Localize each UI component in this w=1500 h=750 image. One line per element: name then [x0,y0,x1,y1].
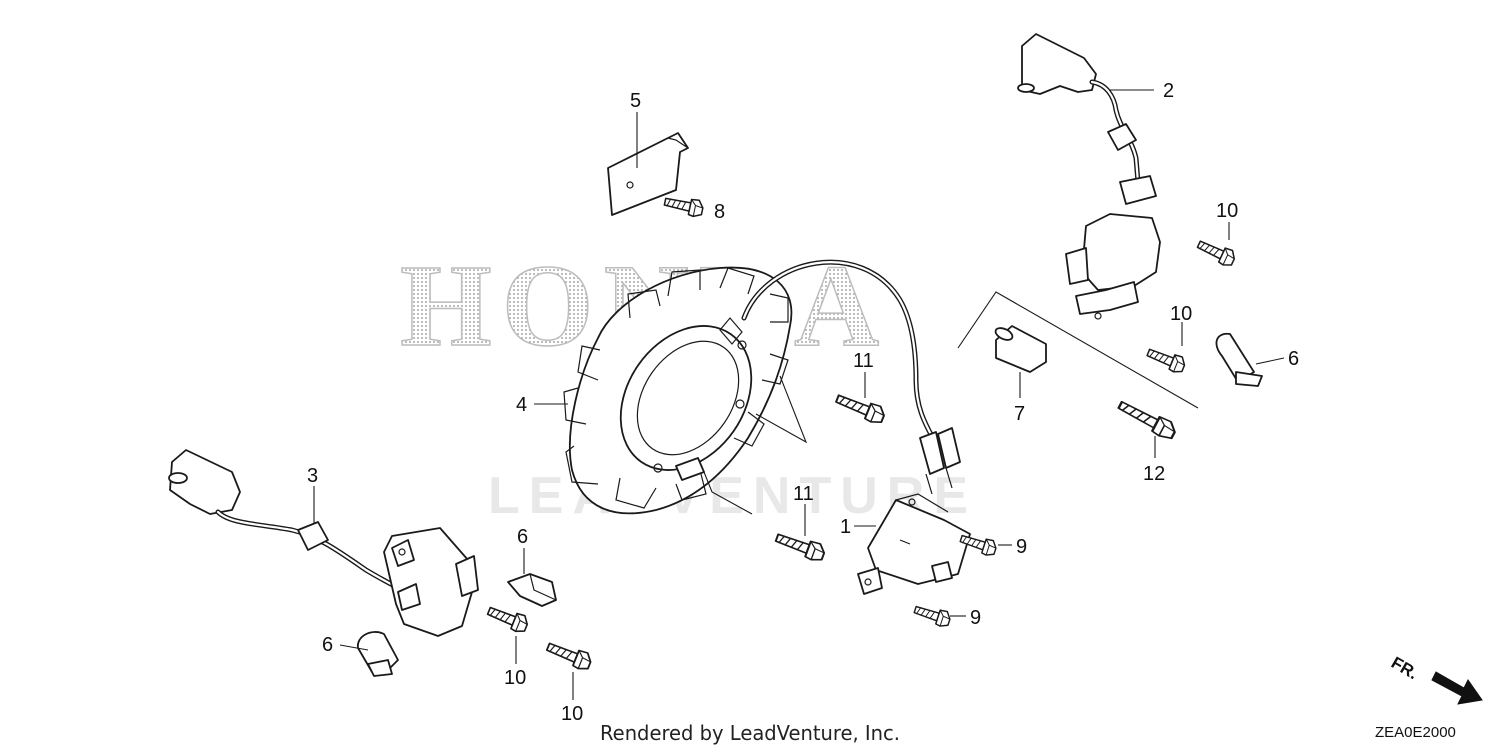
diagram-code: ZEA0E2000 [1375,724,1456,741]
callout-3: 3 [307,465,318,487]
wire-clamp-part-6-left [357,631,399,677]
stator-lead-wire [741,259,961,495]
front-direction-arrow: FR. [1388,653,1483,705]
flange-bolt-10-lower-left [484,601,531,636]
callout-6-right: 6 [1288,348,1299,370]
wire-clamp-part-6-middle [507,573,557,607]
bolt-leader-lines [703,375,808,515]
arrow-right-icon [1431,671,1483,705]
callout-4: 4 [516,394,527,416]
callout-leaders [313,89,1285,700]
callout-8: 8 [714,201,725,223]
collar-part-7 [994,325,1047,373]
callout-1: 1 [840,516,851,538]
flange-bolt-11-lower [772,528,828,565]
callout-11-lower: 11 [793,483,814,505]
flange-bolt-8 [662,192,706,219]
rendered-by-credit: Rendered by LeadVenture, Inc. [600,721,900,745]
bracket-part-5 [607,132,689,216]
callout-12: 12 [1143,463,1165,485]
callout-10-lower-left: 10 [504,667,526,689]
flange-bolt-11-upper [833,389,888,427]
flange-bolt-10-lower-right [543,637,595,673]
callout-10-mid: 10 [1170,303,1192,325]
callout-6-middle: 6 [517,526,528,548]
front-direction-label: FR. [1388,653,1421,683]
stator-coil-part-4 [563,266,793,515]
callout-7: 7 [1014,403,1025,425]
control-module-part-1 [857,493,971,595]
callout-2: 2 [1163,80,1174,102]
callout-6-left: 6 [322,634,333,656]
callout-9-upper: 9 [1016,536,1027,558]
ignition-coil-part-2 [1017,33,1161,320]
collar-group-lines [957,291,1199,409]
flange-bolt-10-mid [1144,343,1188,376]
callout-5: 5 [630,90,641,112]
callout-9-lower: 9 [970,607,981,629]
callout-11-upper: 11 [853,350,874,372]
flange-bolt-9-lower [911,601,953,630]
callout-10-lower-right: 10 [561,703,583,725]
wire-clamp-part-6-right [1215,332,1263,387]
ignition-coil-part-3 [168,449,479,637]
flange-bolt-12 [1114,395,1180,443]
flange-bolt-10-top [1194,235,1238,269]
callout-10-top: 10 [1216,200,1238,222]
